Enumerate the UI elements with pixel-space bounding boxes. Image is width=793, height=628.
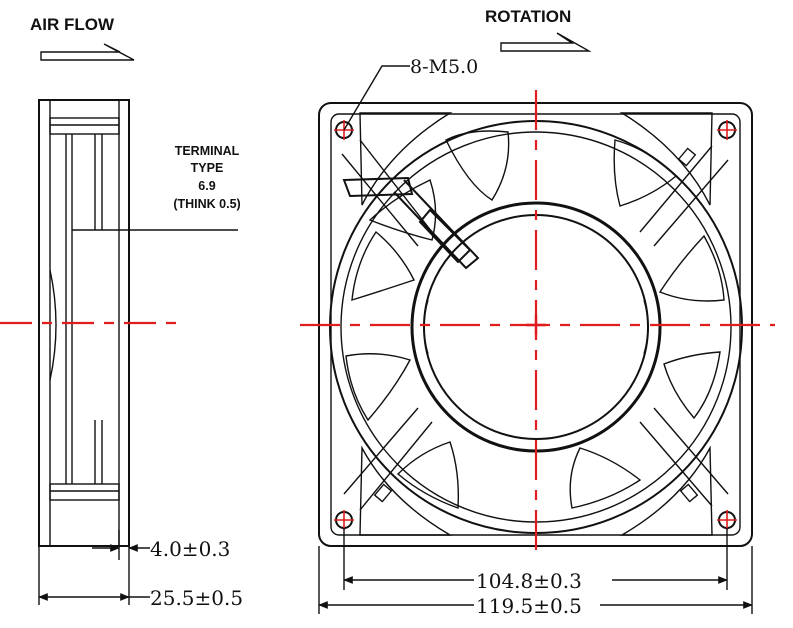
fan-blades bbox=[345, 130, 725, 509]
mount-hole-label: 8-M5.0 bbox=[410, 56, 478, 78]
terminal-label-line1: TERMINAL bbox=[175, 144, 240, 158]
fan-depth-dim: 25.5±0.5 bbox=[150, 586, 243, 610]
front-dimensions: 104.8±0.3 119.5±0.5 bbox=[318, 528, 753, 618]
spokes bbox=[341, 139, 729, 511]
hole-spacing-dim: 104.8±0.3 bbox=[476, 569, 582, 593]
mounting-holes bbox=[334, 120, 737, 530]
air-flow-label: AIR FLOW bbox=[30, 15, 115, 34]
front-view bbox=[300, 90, 775, 560]
side-dimensions: 4.0±0.3 25.5±0.5 bbox=[38, 530, 243, 610]
terminal-label-line3: 6.9 bbox=[198, 179, 215, 193]
frame-width-dim: 119.5±0.5 bbox=[476, 594, 582, 618]
terminal-label-line4: (THINK 0.5) bbox=[173, 197, 240, 211]
terminal-label-line2: TYPE bbox=[191, 161, 224, 175]
rotation-label: ROTATION bbox=[485, 7, 571, 26]
mount-hole-callout: 8-M5.0 bbox=[343, 56, 478, 131]
rotation-arrow bbox=[500, 32, 592, 52]
flange-thickness-dim: 4.0±0.3 bbox=[150, 537, 230, 561]
side-view bbox=[0, 99, 238, 547]
terminal-callout: TERMINAL TYPE 6.9 (THINK 0.5) bbox=[173, 144, 240, 211]
terminal-tab bbox=[342, 176, 480, 270]
air-flow-arrow bbox=[40, 43, 135, 61]
